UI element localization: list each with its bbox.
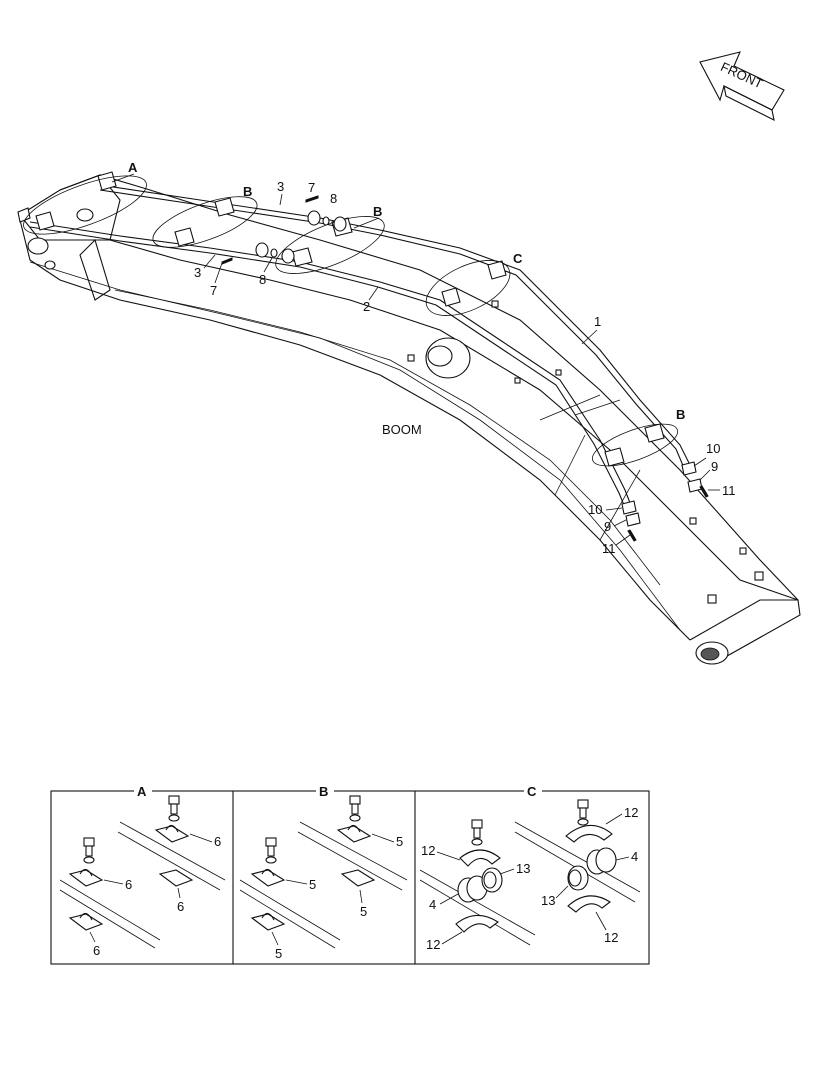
callout-1: 1 <box>594 314 601 329</box>
clamp-group-B1 <box>152 196 258 248</box>
callout-C: C <box>513 251 523 266</box>
callout-9a: 9 <box>711 459 718 474</box>
callout-A: A <box>128 160 138 175</box>
detail-C-4a: 4 <box>631 849 638 864</box>
clamp-icon <box>250 824 376 931</box>
callout-8b: 8 <box>259 272 266 287</box>
callout-3a: 3 <box>277 179 284 194</box>
detail-C-12b: 12 <box>421 843 435 858</box>
detail-C-13a: 13 <box>516 861 530 876</box>
detail-B-5b: 5 <box>309 877 316 892</box>
callout-11a: 11 <box>722 483 736 498</box>
pipe-1 <box>99 184 691 469</box>
callout-11b: 11 <box>602 541 616 556</box>
bolt-icon <box>265 795 361 864</box>
detail-A: 6 6 6 6 <box>59 795 226 958</box>
detail-A-6c: 6 <box>177 899 184 914</box>
boom-label: BOOM <box>382 422 422 437</box>
callout-10b: 10 <box>588 502 602 517</box>
callout-7a: 7 <box>308 180 315 195</box>
detail-B: 5 5 5 5 <box>239 795 408 961</box>
detail-C: 12 12 13 4 4 13 12 12 <box>419 799 641 952</box>
callout-7b: 7 <box>210 283 217 298</box>
bolt-icon <box>83 795 180 864</box>
detail-B-title: B <box>319 784 328 799</box>
detail-B-5d: 5 <box>275 946 282 961</box>
callout-10a: 10 <box>706 441 720 456</box>
clamp-icon <box>455 824 613 933</box>
front-arrow-icon: FRONT <box>699 51 785 121</box>
pipe-2 <box>29 221 633 511</box>
detail-A-title: A <box>137 784 147 799</box>
detail-panel: A B C <box>50 783 650 965</box>
clamp-group-A <box>17 171 147 235</box>
detail-A-6d: 6 <box>93 943 100 958</box>
bushing-icon <box>457 847 617 903</box>
detail-A-6b: 6 <box>125 877 132 892</box>
detail-C-4b: 4 <box>429 897 436 912</box>
detail-C-12d: 12 <box>426 937 440 952</box>
callout-8a: 8 <box>330 191 337 206</box>
detail-B-5a: 5 <box>396 834 403 849</box>
callout-2: 2 <box>363 299 370 314</box>
detail-C-13b: 13 <box>541 893 555 908</box>
clamp-group-C <box>425 260 511 316</box>
detail-B-5c: 5 <box>360 904 367 919</box>
main-callouts: A B B C B 3 3 7 7 8 8 2 1 10 9 11 10 9 1… <box>111 160 736 556</box>
detail-C-title: C <box>527 784 537 799</box>
bolt-icon <box>471 799 589 846</box>
callout-B3: B <box>676 407 685 422</box>
clamp-icon <box>68 824 194 931</box>
detail-C-12c: 12 <box>604 930 618 945</box>
clamp-group-B3 <box>592 423 678 467</box>
detail-A-6a: 6 <box>214 834 221 849</box>
boom-diagram: BOOM <box>19 174 801 665</box>
callout-B1: B <box>243 184 252 199</box>
callout-3b: 3 <box>194 265 201 280</box>
callout-9b: 9 <box>604 519 611 534</box>
callout-B2: B <box>373 204 382 219</box>
detail-C-12a: 12 <box>624 805 638 820</box>
